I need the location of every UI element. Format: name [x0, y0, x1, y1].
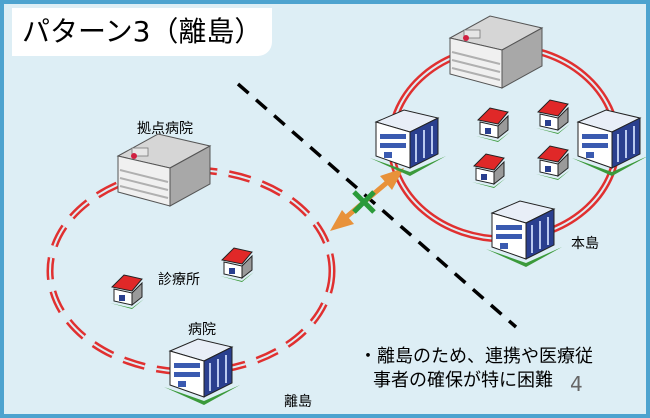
note-bullet: ・	[359, 346, 377, 367]
page-number: 4	[570, 372, 583, 396]
remote-hospital-icon	[163, 338, 241, 406]
base-hospital-icon	[117, 133, 211, 207]
remote-house-icon	[109, 274, 145, 310]
blocked-cross-icon	[352, 190, 376, 214]
main-island-house-icon	[475, 107, 511, 143]
main-island-building-bottom-icon	[485, 200, 563, 268]
diagram-canvas	[46, 15, 646, 406]
note-text: ・離島のため、連携や医療従 事者の確保が特に困難	[359, 345, 593, 393]
main-island-hospital-icon	[449, 15, 543, 89]
main-island-building-left-icon	[369, 109, 447, 177]
sea-boundary-line	[236, 82, 518, 329]
slide-title: パターン3（離島）	[12, 8, 273, 56]
label-clinic: 診療所	[158, 272, 200, 288]
note-line-2: 事者の確保が特に困難	[373, 370, 553, 391]
main-island-house-icon	[471, 153, 507, 189]
label-hospital: 病院	[188, 322, 216, 338]
label-main-island: 本島	[571, 236, 599, 252]
clinic-house-icon	[219, 247, 255, 283]
main-island-house-icon	[535, 99, 571, 135]
label-base-hospital: 拠点病院	[137, 121, 193, 137]
note-line-1: 離島のため、連携や医療従	[377, 346, 593, 367]
main-island-building-right-icon	[571, 109, 646, 177]
main-island-house-icon	[535, 145, 571, 181]
label-remote-island: 離島	[284, 394, 312, 410]
